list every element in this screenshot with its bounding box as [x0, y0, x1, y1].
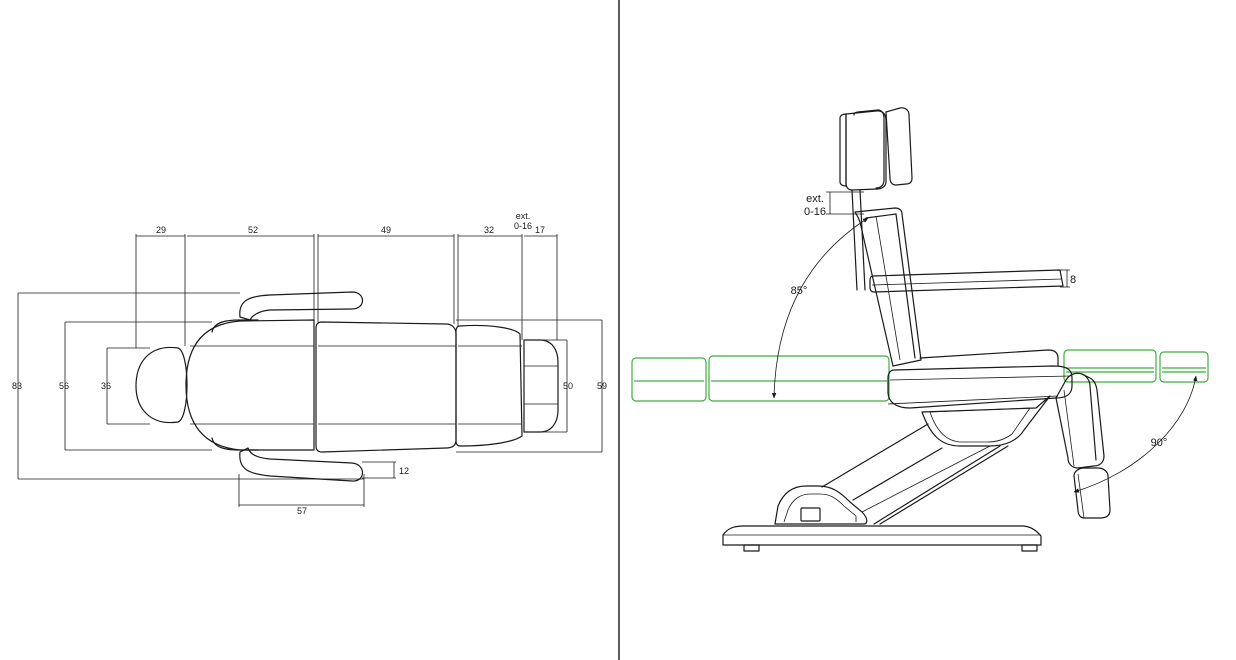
- top-armrest-upper: [239, 291, 364, 321]
- side-view: ext. 0-16 8 85° 90°: [631, 107, 1209, 552]
- top-leg-section: [455, 324, 523, 447]
- dim-body-height: 56: [59, 381, 69, 391]
- side-headrest: [839, 107, 913, 191]
- top-armrest-lower: [239, 447, 364, 482]
- dim-foot-width: 17: [535, 225, 545, 235]
- dim-seat-width: 49: [381, 225, 391, 235]
- side-footrest: [1073, 467, 1111, 519]
- side-armrest-height: 8: [1070, 274, 1076, 286]
- top-dimensions: [17, 234, 603, 507]
- control-box: [800, 507, 821, 522]
- dim-foot-height: 50: [563, 381, 573, 391]
- top-view: 29 52 49 32 17 ext. 0-16 83 56 36 50 59 …: [12, 211, 607, 516]
- legrest-angle-label: 90°: [1151, 437, 1168, 449]
- dim-headrest-height: 36: [101, 381, 111, 391]
- side-ext-label-line2: 0-16: [804, 206, 826, 218]
- chair-base: [722, 525, 1042, 552]
- top-backrest: [185, 319, 315, 451]
- angle-dimensions: [771, 217, 1198, 493]
- side-legrest: [1055, 372, 1105, 469]
- side-backrest: [854, 207, 922, 367]
- dim-leg-width: 32: [484, 225, 494, 235]
- armrest-height-dimension: [1060, 269, 1070, 288]
- top-seat: [315, 321, 457, 453]
- side-ext-label-line1: ext.: [806, 193, 824, 205]
- top-foot-section: [523, 339, 559, 433]
- side-armrest: [869, 269, 1064, 293]
- backrest-angle-label: 85°: [791, 285, 808, 297]
- motor-housing: [774, 485, 868, 525]
- seat-base: [921, 395, 1051, 447]
- dim-right-overall-height: 59: [597, 381, 607, 391]
- dim-ext-label-line1: ext.: [516, 211, 531, 221]
- dim-armrest-thickness: 12: [399, 466, 409, 476]
- side-seat: [887, 349, 1073, 409]
- dim-overall-height: 83: [12, 381, 22, 391]
- dim-headrest-width: 29: [156, 225, 166, 235]
- headrest-post: [851, 189, 866, 291]
- dim-armrest-length: 57: [297, 506, 307, 516]
- top-headrest: [135, 346, 188, 424]
- dim-backrest-width: 52: [248, 225, 258, 235]
- lift-column: [821, 423, 1009, 525]
- dim-ext-label-line2: 0-16: [514, 221, 532, 231]
- headrest-ext-dimension: [826, 191, 864, 215]
